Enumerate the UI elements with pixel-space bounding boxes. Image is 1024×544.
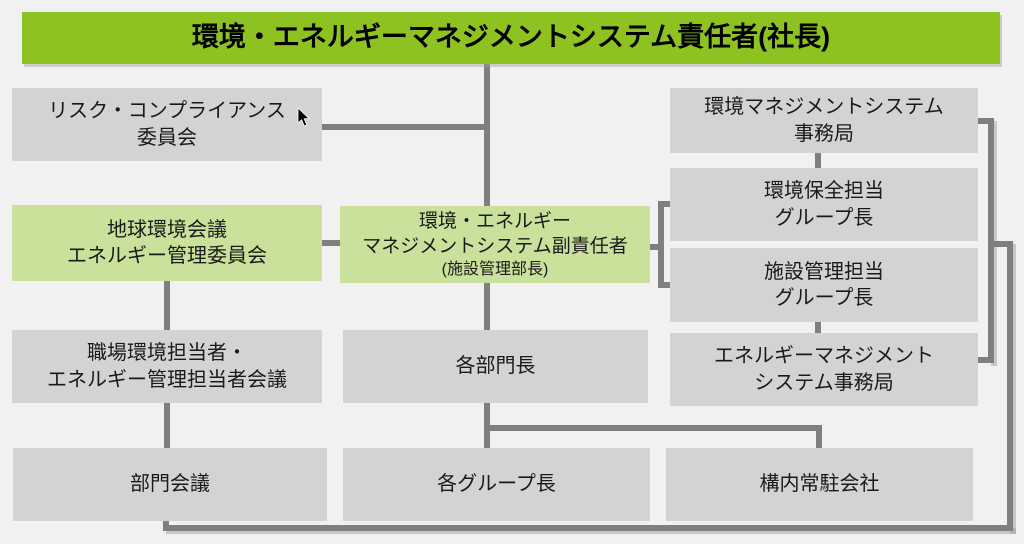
loop2-top-stub	[988, 241, 1013, 247]
node-label: 施設管理担当	[764, 260, 884, 283]
connector-leader-to-deputy	[484, 64, 490, 206]
node-workplace-meeting: 職場環境担当者・ エネルギー管理担当者会議	[12, 330, 322, 403]
connector-deputy-to-deptheads	[484, 283, 490, 330]
branch-down-to-onsite	[816, 425, 822, 448]
connector-risk-to-center	[322, 124, 490, 130]
mouse-cursor	[297, 108, 310, 127]
loop1-vertical	[988, 118, 994, 363]
connector-facilitygroup-to-energyoffice	[815, 322, 821, 333]
node-label: システム事務局	[754, 371, 894, 394]
node-deputy: 環境・エネルギー マネジメントシステム副責任者 (施設管理部長)	[340, 206, 650, 283]
node-ems-office: 環境マネジメントシステム 事務局	[670, 88, 978, 153]
node-label: 部門会議	[130, 473, 210, 496]
node-group-heads: 各グループ長	[343, 448, 650, 521]
node-dept-meeting: 部門会議	[13, 448, 327, 521]
node-facility-group-leader: 施設管理担当 グループ長	[670, 248, 978, 322]
connector-globalenv-to-deputy	[322, 240, 340, 246]
node-onsite-companies: 構内常駐会社	[666, 448, 973, 521]
node-label: リスク・コンプライアンス	[48, 100, 286, 123]
loop1-top-stub	[975, 118, 994, 124]
connector-deputy-to-bracket	[650, 244, 664, 250]
node-dept-heads: 各部門長	[343, 330, 648, 403]
node-label: 環境・エネルギー	[418, 210, 571, 232]
connector-workplace-to-deptmeeting	[164, 403, 170, 448]
node-risk-committee: リスク・コンプライアンス 委員会	[12, 88, 322, 161]
node-energy-office: エネルギーマネジメント システム事務局	[670, 333, 978, 406]
node-global-env-meeting: 地球環境会議 エネルギー管理委員会	[12, 205, 322, 281]
bracket-bottom-stub	[658, 282, 670, 288]
node-label: 事務局	[794, 122, 854, 145]
node-label: エネルギー管理委員会	[67, 245, 267, 267]
node-label: 各グループ長	[437, 473, 556, 496]
node-label: マネジメントシステム副責任者	[362, 235, 628, 257]
node-label: 構内常駐会社	[759, 473, 880, 496]
node-label: 環境マネジメントシステム	[704, 96, 944, 119]
bracket-top-stub	[658, 201, 670, 207]
node-label: エネルギーマネジメント	[714, 345, 934, 368]
node-label: 職場環境担当者・	[87, 342, 247, 365]
node-label: グループ長	[774, 206, 874, 229]
node-label: エネルギー管理担当者会議	[47, 368, 287, 391]
connector-emsoffice-to-envgroup	[815, 153, 821, 168]
branch-horizontal-to-onsite	[484, 425, 822, 431]
node-label: グループ長	[774, 287, 874, 309]
loop1-bottom-stub	[975, 357, 994, 363]
node-label: 環境保全担当	[764, 180, 884, 203]
connector-globalenv-to-workplace	[164, 281, 170, 330]
node-label: 委員会	[137, 126, 197, 149]
node-leader-label: 環境・エネルギーマネジメントシステム責任者(社長)	[191, 22, 831, 53]
node-leader: 環境・エネルギーマネジメントシステム責任者(社長)	[22, 12, 1000, 64]
bracket-vertical	[658, 201, 664, 288]
node-label: 各部門長	[455, 355, 536, 378]
node-env-group-leader: 環境保全担当 グループ長	[670, 168, 978, 241]
loop2-left-stub	[163, 521, 169, 531]
node-sublabel: (施設管理部長)	[441, 261, 549, 279]
loop2-bottom-horizontal	[163, 525, 1013, 531]
loop2-right-vertical	[1007, 241, 1013, 531]
node-label: 地球環境会議	[107, 218, 227, 241]
